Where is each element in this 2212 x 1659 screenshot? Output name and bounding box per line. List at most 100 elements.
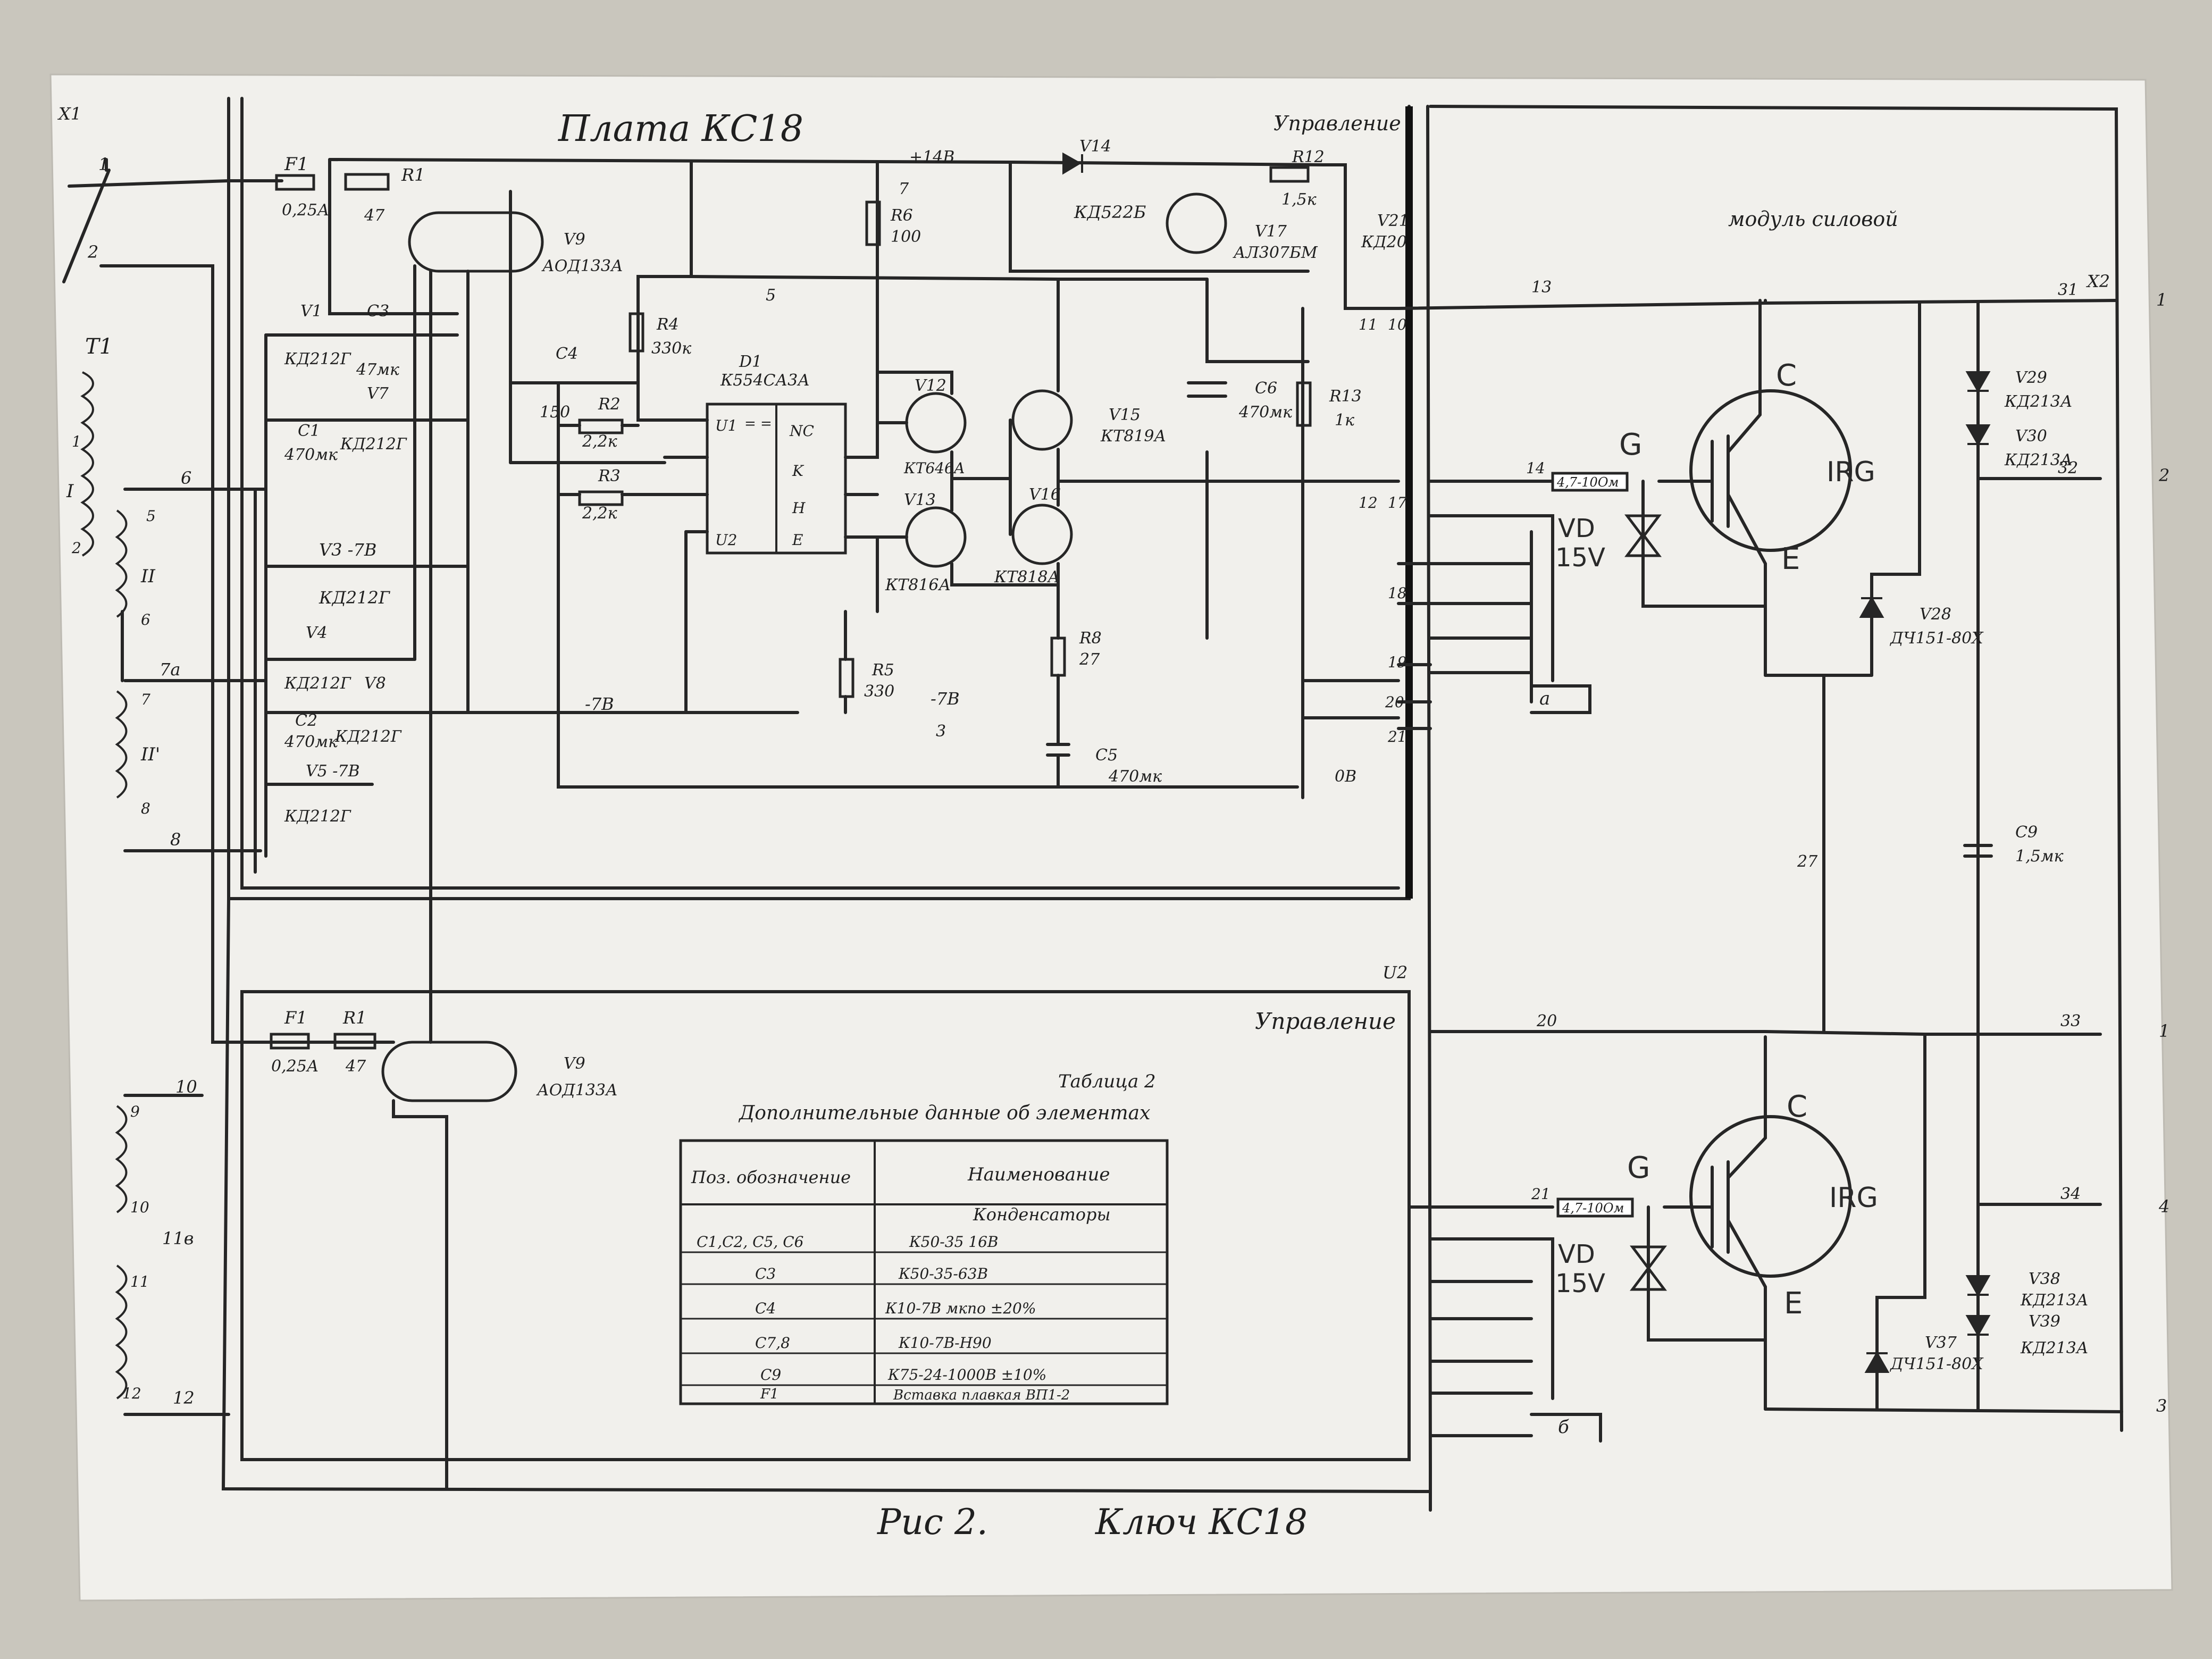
v29-value: КД213А <box>2004 392 2073 411</box>
r8-value: 27 <box>1079 650 1100 669</box>
c9-ref: C9 <box>2015 823 2038 842</box>
paper-sheet <box>49 73 2173 1602</box>
r2-ref: R2 <box>598 395 621 414</box>
wire-32: 33 <box>2060 1012 2081 1030</box>
c5-ref: C5 <box>1095 746 1118 765</box>
connector-x1: X1 <box>57 104 81 124</box>
v37-ref: V37 <box>1925 1334 1957 1352</box>
left-wire-labels: 1 2 6 7а 8 10 11в 12 X1 <box>57 104 197 1408</box>
c6-ref: C6 <box>1255 379 1277 398</box>
power-module-header: модуль силовой <box>1728 207 1898 231</box>
v4-ref: V4 <box>306 624 328 642</box>
control-led-section: V14 КД522Б V17 АЛ307БМ R12 1,5к V21 КД20… <box>1062 137 1409 430</box>
transistor-v16 <box>1011 504 1073 565</box>
net-13: 13 <box>1531 278 1552 297</box>
igbt-lower-g: G <box>1627 1151 1650 1185</box>
wire-10: 10 <box>175 1077 197 1097</box>
output-connector: X2 31 32 33 34 1 2 1 4 3 13 27 20 14 21 … <box>1335 271 2169 1438</box>
d1-eq: = = <box>744 416 772 432</box>
f1-value: 0,25А <box>282 201 330 220</box>
driver-stage: R6 100 V12 КТ646А V13 КТ816А V15 КТ819А … <box>839 200 1400 789</box>
v12-value: КТ646А <box>903 459 965 477</box>
table-title: Таблица 2 <box>1058 1071 1156 1092</box>
wire-12: 12 <box>173 1388 195 1408</box>
v30-value: КД213А <box>2004 451 2073 470</box>
gate-resistor-upper <box>1551 472 1629 492</box>
connector-x2: X2 <box>2085 271 2110 291</box>
wire-11b: 11в <box>162 1228 194 1249</box>
v1-value: КД212Г <box>284 350 351 368</box>
d1-pin-u2: U2 <box>715 531 737 549</box>
r13-value: 1к <box>1335 411 1354 430</box>
v28-ref: V28 <box>1920 605 1951 624</box>
f1-lower-ref: F1 <box>284 1008 307 1028</box>
voltage-plus14: +14В <box>909 148 954 166</box>
v7-ref: V7 <box>367 384 389 403</box>
igbt-lower-body <box>1689 1115 1852 1278</box>
table-header-name: Наименование <box>967 1164 1110 1185</box>
c6-value: 470мк <box>1238 403 1292 422</box>
v38-value: КД213А <box>2020 1291 2089 1310</box>
tap-8: 8 <box>141 800 150 817</box>
table-r6-c2: Вставка плавкая ВП1-2 <box>893 1387 1070 1403</box>
wire-8: 8 <box>170 830 181 850</box>
out-pin-2: 2 <box>2158 465 2169 485</box>
vd-upper: VD <box>1558 514 1595 543</box>
table-r4-c2: К10-7В-Н90 <box>898 1334 992 1352</box>
wire-7a: 7а <box>160 659 180 680</box>
net-20: 20 <box>1536 1012 1557 1030</box>
v5-value: КД212Г <box>284 807 351 826</box>
lower-board-frame <box>221 897 1432 1493</box>
figure-number: Рис 2. <box>877 1502 988 1543</box>
table-r5-c2: К75-24-1000В ±10% <box>887 1366 1046 1384</box>
wire-33: 34 <box>2060 1185 2081 1203</box>
top-rails <box>328 158 2118 799</box>
c4-ref: C4 <box>556 345 578 363</box>
r5-ref: R5 <box>872 661 894 680</box>
winding-ii-prime: II' <box>140 744 160 765</box>
table-r1-c2: К50-35 16В <box>909 1233 999 1251</box>
voltage-5: 5 <box>766 286 776 305</box>
v21-ref: V21 <box>1377 212 1409 230</box>
igbt-upper-g: G <box>1619 428 1642 462</box>
net-21b: 21 <box>1387 728 1407 745</box>
tap-7: 7 <box>141 691 150 708</box>
table-group: Конденсаторы <box>973 1204 1111 1225</box>
wire-2: 2 <box>87 242 98 262</box>
v7-value: КД212Г <box>340 435 407 454</box>
r1-lower-ref: R1 <box>342 1008 366 1028</box>
d1-pin-k: K <box>792 462 805 480</box>
d1-ref: D1 <box>739 353 762 371</box>
v5-ref: V5 -7В <box>306 762 360 781</box>
v13-value: КТ816А <box>885 576 951 594</box>
voltage-3: 3 <box>936 722 946 741</box>
transformer-t1: T1 I II II' 1 2 5 6 7 8 9 10 11 12 <box>66 334 267 1416</box>
v37-value: ДЧ151-80Х <box>1889 1355 1984 1373</box>
igbt-lower-e: E <box>1784 1286 1803 1321</box>
d1-pin-nc: NC <box>789 422 814 440</box>
gate-r-upper: 4,7-10Ом <box>1556 475 1619 490</box>
v1-ref: V1 <box>300 302 322 321</box>
lower-gate-bus <box>1407 1205 1602 1443</box>
c2-ref: C2 <box>295 711 317 730</box>
v3-ref: V3 -7В <box>319 540 376 560</box>
r1-ref: R1 <box>401 165 425 185</box>
igbt-lower-name: IRG <box>1829 1182 1878 1214</box>
net-21: 21 <box>1531 1185 1551 1203</box>
v3-value: КД212Г <box>319 588 391 608</box>
table-r3-c1: С4 <box>755 1300 776 1317</box>
winding-ii: II <box>140 566 155 587</box>
r3-ref: R3 <box>598 467 621 485</box>
upper-gate-bus <box>1301 480 1591 730</box>
gate-resistor-lower <box>1556 1197 1634 1218</box>
r8-ref: R8 <box>1079 629 1102 648</box>
r12-ref: R12 <box>1292 148 1325 166</box>
v17-ref: V17 <box>1255 222 1287 241</box>
r2-value: 2,2к <box>582 432 617 451</box>
net-10: 10 <box>1388 316 1407 333</box>
t1-ref: T1 <box>85 334 113 359</box>
net-14: 14 <box>1526 459 1545 477</box>
tap-11: 11 <box>130 1273 149 1291</box>
v30-ref: V30 <box>2015 427 2047 446</box>
